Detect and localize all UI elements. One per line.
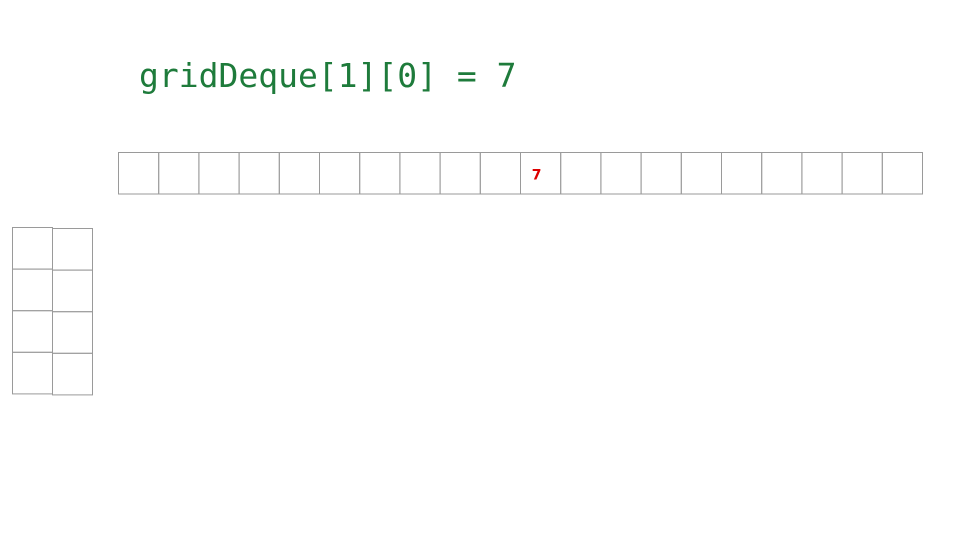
block-array-cell xyxy=(479,152,521,195)
block-array-cell xyxy=(359,152,401,195)
block-array-cell xyxy=(600,152,642,195)
map-array-cell xyxy=(52,311,93,354)
block-array-cell xyxy=(319,152,361,195)
map-array-cell xyxy=(52,228,93,271)
block-array-cell xyxy=(198,152,240,195)
block-array-cell xyxy=(118,152,160,195)
block-array-cell xyxy=(238,152,280,195)
cell-value: 7 xyxy=(532,168,542,184)
block-array-cell xyxy=(680,152,722,195)
map-array-cell xyxy=(12,227,53,270)
block-array-cell xyxy=(640,152,682,195)
block-array-cell xyxy=(801,152,843,195)
block-array-cell xyxy=(278,152,320,195)
block-array: 7 xyxy=(118,152,923,195)
block-array-cell xyxy=(560,152,602,195)
block-array-cell xyxy=(158,152,200,195)
map-array-cell xyxy=(12,310,53,353)
block-array-cell xyxy=(841,152,883,195)
map-array-cell xyxy=(52,269,93,313)
block-array-cell xyxy=(721,152,763,195)
map-array-cell xyxy=(52,352,93,396)
block-array-cell xyxy=(399,152,441,195)
map-array-cell xyxy=(12,268,53,312)
block-array-cell xyxy=(439,152,481,195)
code-expression: gridDeque[1][0] = 7 xyxy=(139,56,517,95)
block-array-cell xyxy=(761,152,803,195)
map-array-cell xyxy=(12,351,53,395)
block-array-cell xyxy=(881,152,923,195)
map-array xyxy=(12,227,93,396)
